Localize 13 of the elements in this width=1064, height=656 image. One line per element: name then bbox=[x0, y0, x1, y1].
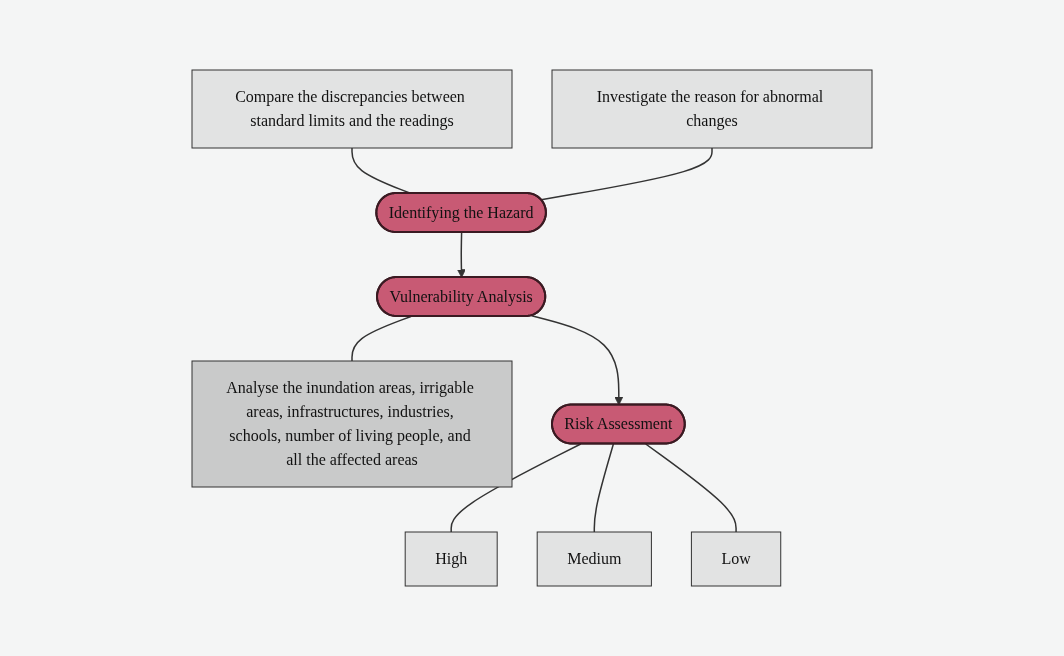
connector bbox=[351, 315, 412, 362]
node-box: High bbox=[404, 531, 498, 587]
connector bbox=[593, 443, 615, 533]
connector bbox=[540, 147, 713, 201]
arrow bbox=[530, 314, 624, 406]
connector bbox=[450, 443, 582, 533]
node-box: Analyse the inundation areas, irrigable areas, infrastructures, industries, schools, number of living people, and all the affected areas bbox=[191, 360, 513, 488]
node-box: Investigate the reason for abnormal changes bbox=[551, 69, 873, 149]
connector bbox=[644, 443, 737, 533]
node-box: Low bbox=[690, 531, 782, 587]
node-box: Medium bbox=[536, 531, 652, 587]
node-box: Compare the discrepancies between standard limits and the readings bbox=[191, 69, 513, 149]
arrow bbox=[457, 231, 466, 278]
